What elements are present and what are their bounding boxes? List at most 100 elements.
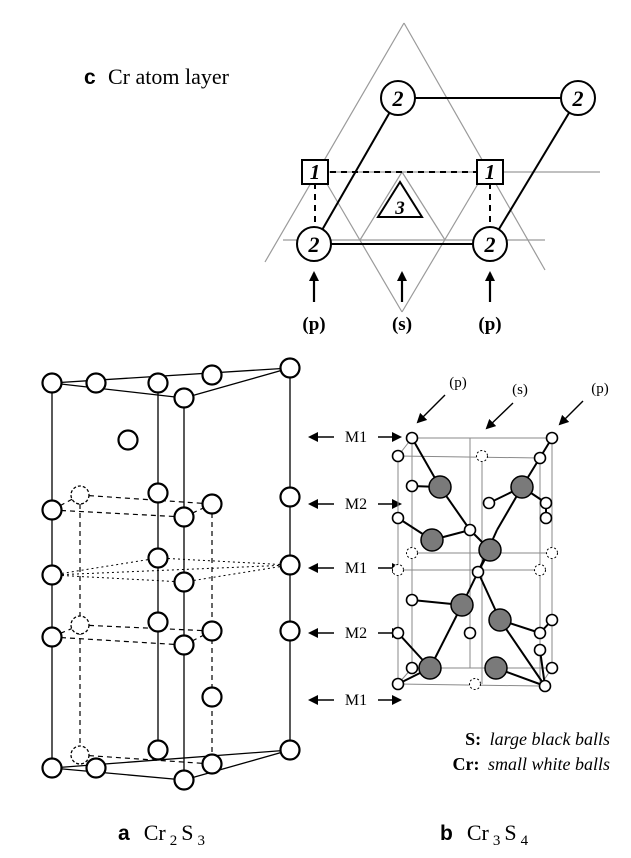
cr-atom — [41, 564, 63, 586]
cr-atom — [279, 554, 301, 576]
cr-atom — [533, 451, 547, 465]
site-1-marker — [301, 159, 329, 185]
cr-atom — [201, 620, 223, 642]
cr-atom — [173, 571, 195, 593]
view-label-s: (s) — [512, 382, 528, 398]
site-1-label: 1 — [485, 160, 496, 184]
s-atom — [420, 528, 444, 552]
cell-edge — [397, 455, 541, 459]
cr-atom — [391, 677, 405, 691]
dotted-mid-plane — [51, 557, 291, 583]
panel-b: M1 M2 M1 M2 M1 (p) (s) (p) — [308, 375, 610, 849]
s-atom — [484, 656, 508, 680]
site-1-links — [314, 171, 491, 226]
cr-s-bonds — [397, 437, 553, 687]
site-2-atoms: 2 2 2 2 — [296, 80, 596, 262]
sulfur-atoms — [418, 475, 534, 680]
legend-sulfur: S: large black balls — [465, 729, 610, 749]
layer-labels: M1 M2 M1 M2 M1 — [345, 429, 367, 709]
site-2-label: 2 — [572, 86, 584, 111]
dashed-edge — [51, 636, 185, 646]
cr-atom — [471, 565, 485, 579]
cell-edge — [397, 683, 541, 687]
s-atom — [510, 475, 534, 499]
layer-label: M1 — [345, 429, 367, 446]
cr-atom — [539, 496, 553, 510]
panel-a: a Cr 2 S 3 — [41, 357, 301, 849]
vacancy-site — [469, 678, 481, 690]
panel-b-caption: b Cr 3 S 4 — [440, 820, 529, 849]
cr-atoms-solid — [41, 357, 301, 791]
cr-atom — [405, 593, 419, 607]
cr-atom — [463, 626, 477, 640]
cr-atom — [85, 372, 107, 394]
arrow-label-s: (s) — [392, 314, 412, 335]
layer-label: M1 — [345, 692, 367, 709]
cr-atoms-vacancy — [70, 485, 90, 765]
site-3-marker — [376, 180, 424, 218]
cr-atom — [117, 429, 139, 451]
vacancy-site — [476, 450, 488, 462]
site-3-atom: 3 — [376, 180, 424, 219]
vacancy-site — [534, 564, 546, 576]
dotted-edge — [157, 557, 291, 566]
cr-atom — [201, 364, 223, 386]
s-atom — [478, 538, 502, 562]
view-arrow-p — [416, 394, 446, 424]
cr-vacancies-b — [392, 450, 558, 690]
cr-atom — [173, 634, 195, 656]
layer-label: M2 — [345, 496, 367, 513]
site-1-marker — [476, 159, 504, 185]
vacancy-site — [70, 745, 90, 765]
dotted-edge — [51, 574, 185, 583]
lattice-line — [319, 171, 403, 313]
view-label-p: (p) — [449, 375, 467, 391]
cr-atom — [279, 486, 301, 508]
cr-atom — [147, 547, 169, 569]
panel-c-title: Cr atom layer — [108, 64, 230, 89]
cr-atom — [85, 757, 107, 779]
arrow-label-p: (p) — [478, 314, 501, 335]
cr-atom — [482, 496, 496, 510]
cell-edge — [489, 97, 579, 245]
bond — [499, 619, 546, 687]
cr-atom — [405, 431, 419, 445]
cr-atom — [405, 479, 419, 493]
dotted-edge — [51, 564, 291, 576]
cr-atom — [173, 506, 195, 528]
site-2-label: 2 — [392, 86, 404, 111]
site-2-label: 2 — [484, 232, 496, 257]
site-3-label: 3 — [394, 198, 405, 219]
vacancy-site — [70, 615, 90, 635]
dashed-edge — [51, 509, 185, 518]
vacancy-site — [406, 547, 418, 559]
cr-atom — [279, 357, 301, 379]
cr-atom — [545, 431, 559, 445]
view-arrow-s — [485, 402, 514, 430]
stacking-arrows — [309, 271, 495, 302]
panel-a-caption: a Cr 2 S 3 — [118, 820, 205, 849]
cr-atom — [279, 620, 301, 642]
bond — [429, 604, 463, 669]
cr-atom — [279, 739, 301, 761]
cr-atoms-b — [391, 431, 559, 693]
cr-atom — [41, 757, 63, 779]
cr-atom — [41, 626, 63, 648]
cell-edge — [51, 382, 185, 399]
dashed-edge — [79, 624, 213, 632]
site-1-label: 1 — [310, 160, 321, 184]
cr-atom — [539, 511, 553, 525]
cell-edge — [51, 767, 185, 781]
panel-c-letter: c — [84, 66, 96, 89]
site-2-marker — [560, 80, 596, 116]
cr-atom — [538, 679, 552, 693]
dotted-edge — [51, 557, 159, 576]
cr-atom — [147, 372, 169, 394]
cr-atom — [545, 613, 559, 627]
cr-atom — [545, 661, 559, 675]
dashed-edge — [79, 494, 213, 505]
s-atom — [488, 608, 512, 632]
cr-atom — [463, 523, 477, 537]
cr-atom — [391, 449, 405, 463]
cr-atom — [533, 626, 547, 640]
